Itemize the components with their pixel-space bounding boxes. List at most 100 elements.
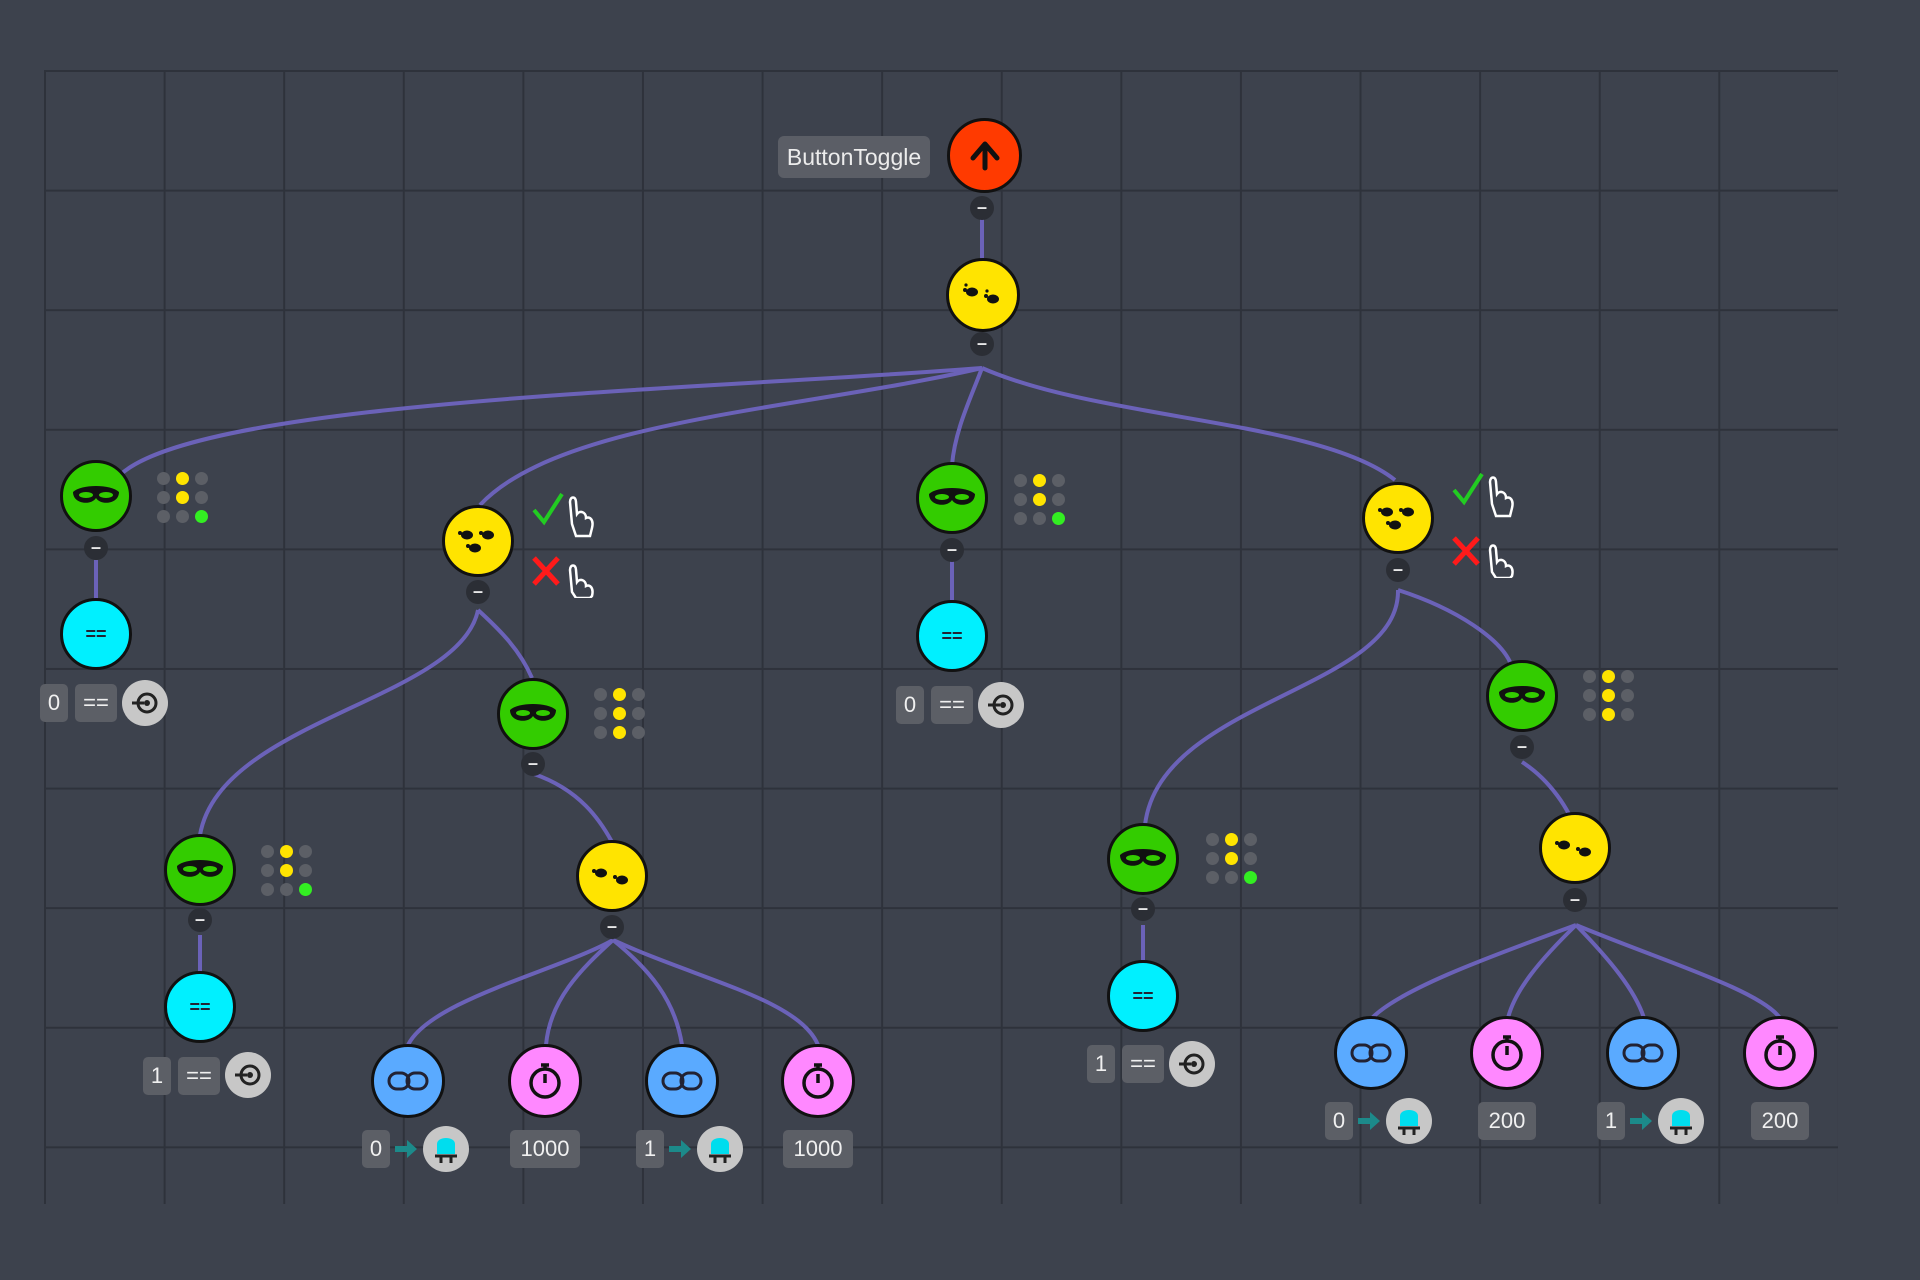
- compare-operator[interactable]: ==: [931, 686, 973, 724]
- hand-pointer-icon: [1488, 476, 1514, 518]
- condition-node[interactable]: [1107, 823, 1179, 895]
- sequence-node[interactable]: [576, 840, 648, 912]
- collapse-button[interactable]: –: [970, 196, 994, 220]
- led-icon[interactable]: [1658, 1098, 1704, 1144]
- sequence-node[interactable]: [1539, 812, 1611, 884]
- selector-marks: [1450, 468, 1520, 583]
- compare-node[interactable]: ==: [60, 598, 132, 670]
- collapse-button[interactable]: –: [84, 536, 108, 560]
- compare-value[interactable]: 0: [40, 684, 68, 722]
- delay-value[interactable]: 200: [1751, 1102, 1809, 1140]
- output-node[interactable]: [645, 1044, 719, 1118]
- sequence-node[interactable]: [946, 258, 1020, 332]
- link: [612, 938, 820, 1046]
- check-icon: [1452, 472, 1484, 506]
- delay-node[interactable]: [508, 1044, 582, 1118]
- compare-node[interactable]: ==: [1107, 960, 1179, 1032]
- footprints-icon: [592, 868, 628, 885]
- compare-operator[interactable]: ==: [1122, 1045, 1164, 1083]
- cross-icon: [1452, 536, 1480, 566]
- equals-icon: ==: [189, 996, 211, 1017]
- delay-node[interactable]: [781, 1044, 855, 1118]
- condition-node[interactable]: [1486, 660, 1558, 732]
- hand-pointer-icon: [568, 496, 594, 538]
- link: [118, 366, 983, 477]
- link: [1574, 923, 1646, 1019]
- cross-icon: [532, 556, 560, 586]
- arrow-right-icon: [669, 1140, 691, 1158]
- target-arrow-icon[interactable]: [122, 680, 168, 726]
- compare-value[interactable]: 1: [143, 1057, 171, 1095]
- output-node[interactable]: [1334, 1016, 1408, 1090]
- mask-icon: [1499, 686, 1545, 703]
- compare-value[interactable]: 0: [896, 686, 924, 724]
- delay-value[interactable]: 1000: [510, 1130, 580, 1168]
- collapse-button[interactable]: –: [600, 915, 624, 939]
- led-icon[interactable]: [697, 1126, 743, 1172]
- output-value[interactable]: 1: [1597, 1102, 1625, 1140]
- led-icon[interactable]: [1386, 1098, 1432, 1144]
- selector-node[interactable]: [442, 505, 514, 577]
- root-node[interactable]: [947, 118, 1022, 193]
- target-arrow-icon[interactable]: [225, 1052, 271, 1098]
- status-dots: [1583, 670, 1635, 722]
- collapse-button[interactable]: –: [1563, 888, 1587, 912]
- link: [1370, 923, 1577, 1020]
- collapse-button[interactable]: –: [1386, 558, 1410, 582]
- link-icon: [1350, 1043, 1392, 1063]
- condition-node[interactable]: [916, 462, 988, 534]
- target-arrow-icon[interactable]: [978, 682, 1024, 728]
- delay-value[interactable]: 1000: [783, 1130, 853, 1168]
- target-arrow-icon[interactable]: [1169, 1041, 1215, 1087]
- arrow-right-icon: [1358, 1112, 1380, 1130]
- condition-node[interactable]: [60, 460, 132, 532]
- condition-node[interactable]: [497, 678, 569, 750]
- link: [533, 772, 614, 843]
- compare-operator[interactable]: ==: [75, 684, 117, 722]
- collapse-button[interactable]: –: [466, 580, 490, 604]
- link: [544, 938, 615, 1046]
- collapse-button[interactable]: –: [970, 332, 994, 356]
- link: [198, 609, 480, 836]
- hand-pointer-icon: [1488, 544, 1514, 580]
- output-value[interactable]: 1: [636, 1130, 664, 1168]
- stopwatch-icon: [529, 1063, 561, 1099]
- delay-node[interactable]: [1470, 1016, 1544, 1090]
- delay-node[interactable]: [1743, 1016, 1817, 1090]
- status-dots: [1206, 833, 1258, 885]
- compare-node[interactable]: ==: [164, 971, 236, 1043]
- arrow-right-icon: [395, 1140, 417, 1158]
- status-dots: [157, 472, 209, 524]
- equals-icon: ==: [941, 625, 963, 646]
- link-icon: [1622, 1043, 1664, 1063]
- root-name-label: ButtonToggle: [778, 136, 930, 178]
- output-node[interactable]: [371, 1044, 445, 1118]
- link: [1575, 923, 1782, 1020]
- collapse-button[interactable]: –: [940, 538, 964, 562]
- collapse-button[interactable]: –: [188, 908, 212, 932]
- stopwatch-icon: [1491, 1035, 1523, 1071]
- compare-operator[interactable]: ==: [178, 1057, 220, 1095]
- collapse-button[interactable]: –: [521, 752, 545, 776]
- footprints-icon: [963, 283, 999, 304]
- collapse-button[interactable]: –: [1510, 735, 1534, 759]
- output-node[interactable]: [1606, 1016, 1680, 1090]
- compare-value[interactable]: 1: [1087, 1045, 1115, 1083]
- output-value[interactable]: 0: [362, 1130, 390, 1168]
- link: [478, 366, 983, 507]
- link-icon: [661, 1071, 703, 1091]
- delay-value[interactable]: 200: [1478, 1102, 1536, 1140]
- selector-node[interactable]: [1362, 482, 1434, 554]
- collapse-button[interactable]: –: [1131, 897, 1155, 921]
- link: [981, 366, 1397, 482]
- arrow-right-icon: [1630, 1112, 1652, 1130]
- up-arrow-icon: [970, 141, 999, 170]
- stopwatch-icon: [1764, 1035, 1796, 1071]
- mask-icon: [929, 488, 975, 505]
- link: [950, 367, 984, 466]
- compare-node[interactable]: ==: [916, 600, 988, 672]
- led-icon[interactable]: [423, 1126, 469, 1172]
- output-value[interactable]: 0: [1325, 1102, 1353, 1140]
- condition-node[interactable]: [164, 834, 236, 906]
